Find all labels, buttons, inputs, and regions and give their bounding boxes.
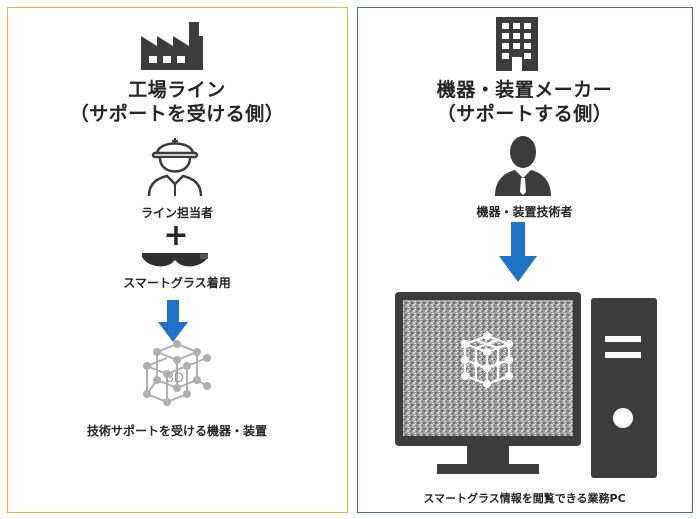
businessman-icon xyxy=(495,134,551,196)
factory-icon xyxy=(141,22,207,70)
pc-label: スマートグラス情報を閲覧できる業務PC xyxy=(423,492,626,505)
arrow-down-icon xyxy=(499,222,537,282)
left-title-line2: （サポートを受ける側） xyxy=(69,103,285,125)
cube-3d-icon: 3D xyxy=(132,338,218,410)
pc-tower-icon xyxy=(591,298,657,478)
arrow-down-icon xyxy=(158,300,188,342)
glasses-label: スマートグラス着用 xyxy=(123,276,231,290)
device-label: 技術サポートを受ける機器・装置 xyxy=(86,424,267,438)
right-title-line1: 機器・装置メーカー xyxy=(436,79,613,101)
right-panel-manufacturer: 機器・装置メーカー （サポートする側） 機器・装置技術者 xyxy=(357,7,693,513)
right-title-line2: （サポートする側） xyxy=(436,103,613,125)
left-panel-factory-line: 工場ライン （サポートを受ける側） ライン担当者 + スマートグラス着用 xyxy=(7,7,348,513)
smart-glasses-icon xyxy=(142,251,208,271)
worker-label: ライン担当者 xyxy=(140,206,213,220)
engineer-label: 機器・装置技術者 xyxy=(476,205,573,219)
worker-helmet-icon xyxy=(145,132,205,198)
cube-3d-text: 3D xyxy=(166,369,184,385)
left-title-line1: 工場ライン xyxy=(128,79,226,101)
plus-icon: + xyxy=(163,218,189,253)
monitor-icon xyxy=(395,292,581,480)
building-icon xyxy=(496,17,538,71)
